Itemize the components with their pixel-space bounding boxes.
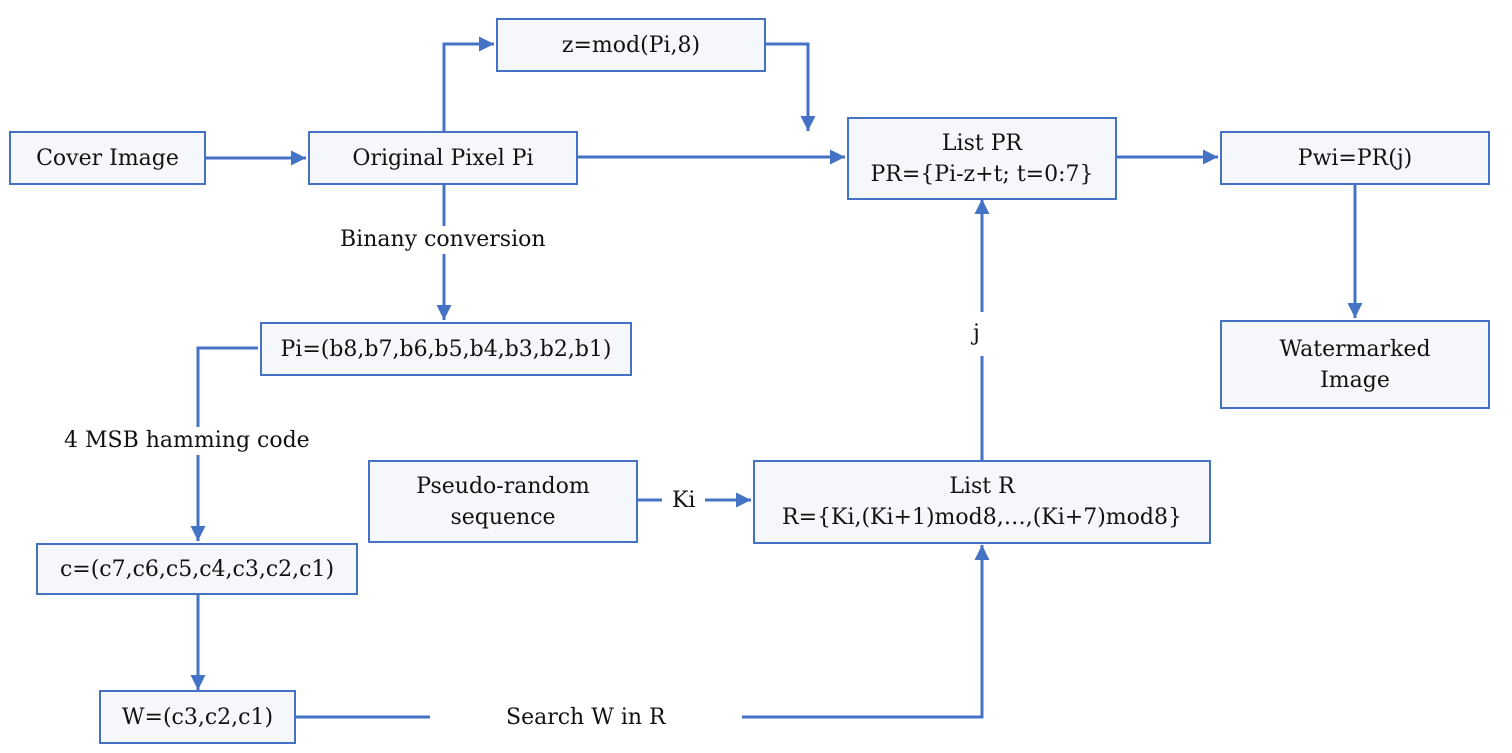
c-code-node: c=(c7,c6,c5,c4,c3,c2,c1) [36, 543, 358, 595]
mod-z-node: z=mod(Pi,8) [496, 18, 766, 72]
list-pr-node: List PR PR={Pi-z+t; t=0:7} [847, 117, 1117, 200]
pseudo-random-line-2: sequence [450, 504, 556, 530]
j-label: j [969, 312, 984, 356]
hamming-code-label: 4 MSB hamming code [62, 427, 312, 455]
mod-z-label: z=mod(Pi,8) [561, 32, 701, 58]
watermarked-line-1: Watermarked [1279, 336, 1431, 362]
original-pixel-label: Original Pixel Pi [352, 145, 534, 171]
pixel-bits-label: Pi=(b8,b7,b6,b5,b4,b3,b2,b1) [280, 336, 612, 362]
w-code-node: W=(c3,c2,c1) [99, 690, 296, 744]
cover-image-label: Cover Image [36, 145, 179, 171]
pseudo-random-node: Pseudo-random sequence [368, 460, 638, 543]
list-r-formula: R={Ki,(Ki+1)mod8,…,(Ki+7)mod8} [782, 505, 1182, 530]
arrow-pixel-to-mod [442, 36, 494, 131]
watermarked-line-2: Image [1320, 367, 1390, 393]
pixel-bits-node: Pi=(b8,b7,b6,b5,b4,b3,b2,b1) [260, 322, 632, 376]
list-r-title: List R [949, 474, 1015, 499]
pseudo-random-line-1: Pseudo-random [416, 473, 590, 499]
pwi-label: Pwi=PR(j) [1297, 145, 1413, 171]
pwi-node: Pwi=PR(j) [1220, 131, 1490, 185]
arrow-mod-to-listpr [766, 42, 816, 131]
list-pr-title: List PR [941, 130, 1023, 156]
binary-conversion-label: Binany conversion [338, 226, 548, 254]
w-code-label: W=(c3,c2,c1) [121, 704, 274, 730]
original-pixel-node: Original Pixel Pi [308, 131, 578, 185]
list-r-node: List R R={Ki,(Ki+1)mod8,…,(Ki+7)mod8} [753, 460, 1211, 544]
watermarked-image-node: Watermarked Image [1220, 320, 1490, 409]
arrow-w-to-listr [295, 545, 990, 719]
list-pr-formula: PR={Pi-z+t; t=0:7} [870, 161, 1094, 187]
c-code-label: c=(c7,c6,c5,c4,c3,c2,c1) [59, 556, 335, 582]
arrow-bits-to-c [190, 346, 258, 541]
cover-image-node: Cover Image [9, 131, 206, 185]
ki-label: Ki [662, 487, 706, 515]
search-w-label: Search W in R [430, 704, 742, 732]
